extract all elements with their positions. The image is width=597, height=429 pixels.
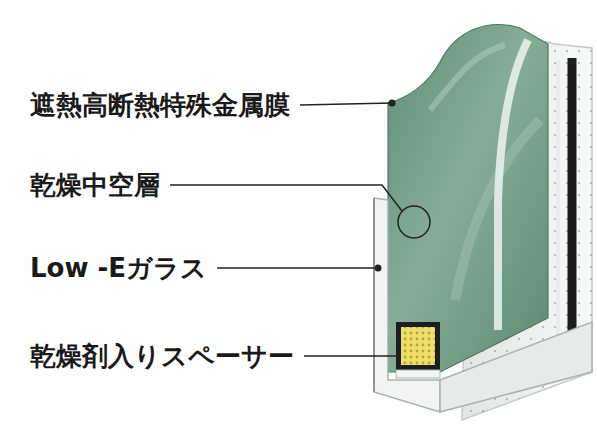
leader-line	[170, 185, 402, 211]
leader-line	[217, 267, 378, 269]
low-e-pane	[388, 25, 548, 372]
leader-line	[304, 355, 398, 357]
leader-dot	[389, 100, 396, 107]
callout-circle	[398, 206, 430, 238]
leader-dot	[375, 265, 382, 272]
callout-label: Low -Eガラス	[30, 252, 207, 284]
spacer-body	[396, 322, 440, 370]
desiccant	[401, 327, 435, 365]
frame-edge	[374, 198, 440, 412]
desiccant-grain	[401, 327, 435, 365]
frame-edge	[373, 198, 375, 392]
frame-edge	[440, 322, 592, 412]
leader-line	[300, 103, 392, 105]
pane-edge	[498, 40, 528, 330]
callout-label: 遮熱高断熱特殊金属膜	[30, 89, 290, 121]
sealant	[396, 370, 440, 378]
callout-label: 乾燥剤入りスペーサー	[30, 340, 294, 372]
callout-label: 乾燥中空層	[30, 169, 160, 201]
glass-reflection	[430, 45, 505, 110]
